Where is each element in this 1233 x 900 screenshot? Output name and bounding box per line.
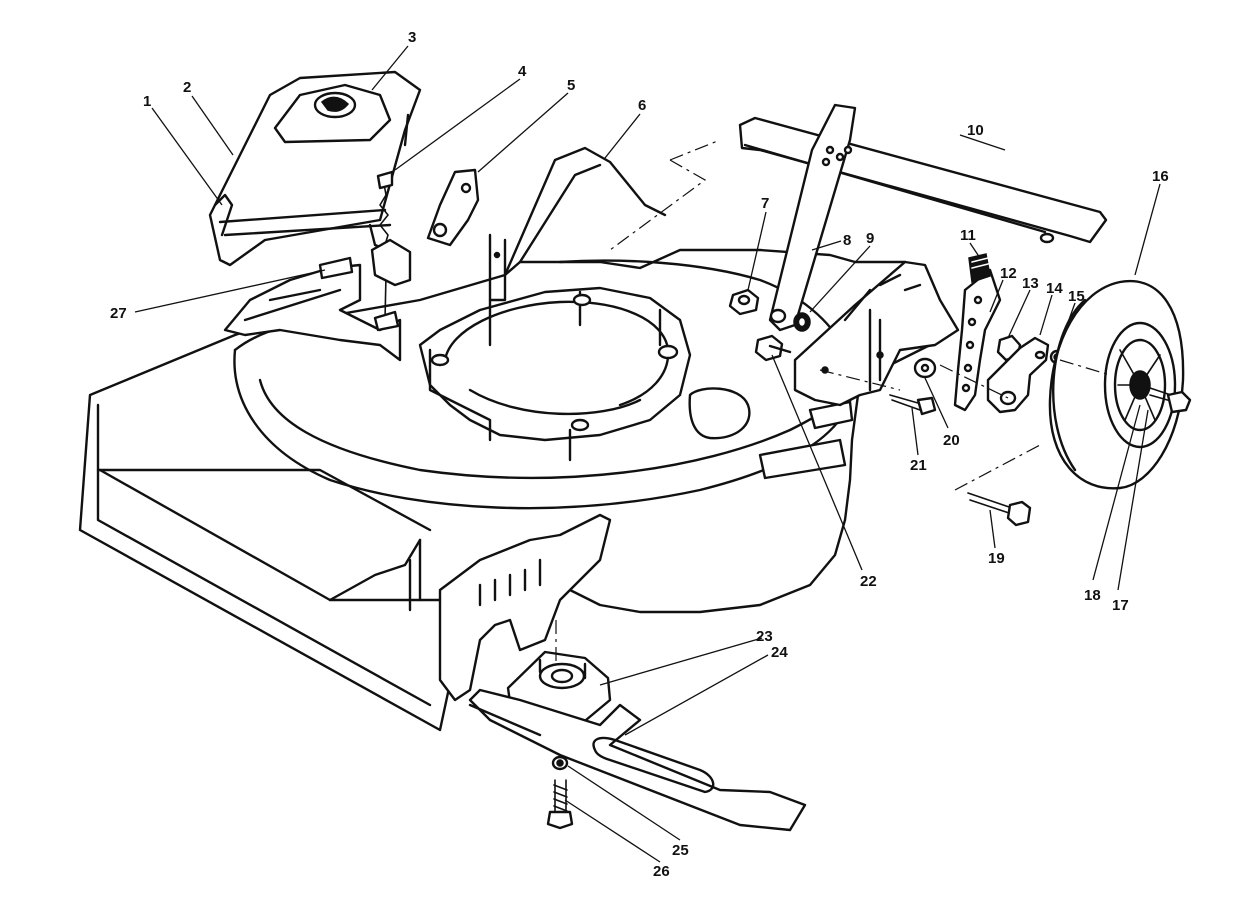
callout-25: 25 — [672, 842, 689, 859]
callout-16: 16 — [1152, 168, 1169, 185]
callout-13: 13 — [1022, 275, 1039, 292]
rear-chute — [223, 256, 402, 362]
wheel — [1048, 279, 1192, 490]
callout-21: 21 — [910, 457, 927, 474]
callout-7: 7 — [761, 195, 769, 212]
callout-3: 3 — [408, 29, 416, 46]
callout-leader-lines — [134, 45, 1161, 863]
chute-door — [208, 70, 422, 267]
small-hardware — [728, 288, 811, 362]
callout-9: 9 — [866, 230, 874, 247]
blade-bolt — [546, 755, 574, 830]
callout-27: 27 — [110, 305, 127, 322]
blade — [468, 688, 807, 832]
callout-23: 23 — [756, 628, 773, 645]
callout-10: 10 — [967, 122, 984, 139]
assembly-center-lines — [555, 139, 1111, 665]
callout-2: 2 — [183, 79, 191, 96]
callout-26: 26 — [653, 863, 670, 880]
callout-15: 15 — [1068, 288, 1085, 305]
callout-labels: 1 2 3 4 5 6 7 8 9 10 11 12 13 14 15 16 1… — [110, 29, 1169, 880]
callout-8: 8 — [843, 232, 851, 249]
callout-11: 11 — [960, 227, 976, 244]
shoulder-bolt — [967, 492, 1032, 527]
callout-5: 5 — [567, 77, 575, 94]
callout-1: 1 — [143, 93, 151, 110]
callout-4: 4 — [518, 63, 527, 80]
height-lever — [768, 103, 857, 332]
callout-20: 20 — [943, 432, 960, 449]
height-plate — [953, 253, 1002, 412]
callout-24: 24 — [771, 644, 788, 661]
spring — [370, 170, 412, 332]
mower-housing — [78, 146, 960, 732]
callout-6: 6 — [638, 97, 646, 114]
callout-22: 22 — [860, 573, 877, 590]
callout-19: 19 — [988, 550, 1005, 567]
hinge-bracket — [426, 168, 480, 247]
axle-bolt-hardware — [889, 357, 937, 416]
callout-14: 14 — [1046, 280, 1063, 297]
wheel-bracket-hardware — [986, 334, 1065, 414]
callout-12: 12 — [1000, 265, 1017, 282]
callout-17: 17 — [1112, 597, 1129, 614]
callout-18: 18 — [1084, 587, 1101, 604]
